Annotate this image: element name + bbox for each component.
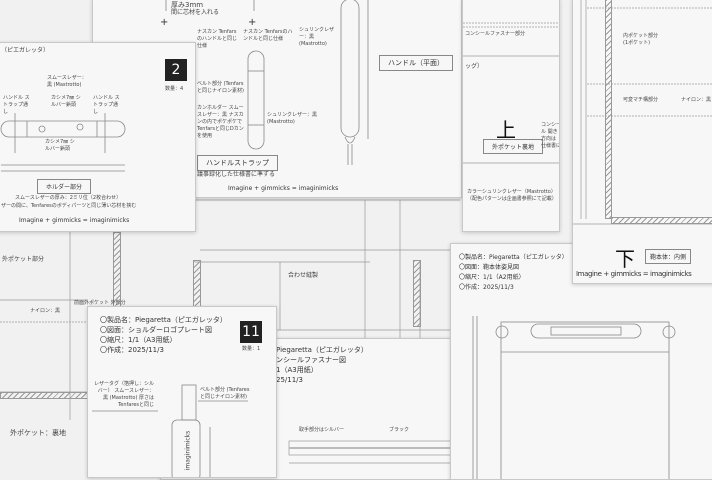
title-handle-plan: ハンドル（平面） bbox=[379, 55, 453, 71]
brand-logo: Imagine + gimmicks = imaginimicks bbox=[576, 270, 692, 278]
label-gusset: 可変マチ構部分 bbox=[623, 97, 659, 103]
quantity: 数量：1 bbox=[242, 346, 261, 352]
label-inner-pocket: 内ポケット部分 (1ポケット) bbox=[623, 33, 659, 46]
label-shrink-leather: シュリンクレザー：黒 (Mastrotto) bbox=[299, 27, 335, 47]
direction-down-label: 下 bbox=[615, 247, 635, 271]
plate-created: 〇作成：2025/11/3 bbox=[100, 346, 164, 354]
bg-label: 外ポケット部分 bbox=[2, 256, 45, 263]
label-belt: ベルト部分 (Tenfarsと同じナイロン素材) bbox=[197, 81, 244, 94]
hatched-wall bbox=[113, 232, 121, 309]
product-fragment: （ピエガレッタ） bbox=[1, 47, 50, 54]
material-note: ザーの間に、Tenfaresのボディパーツと同じ薄い芯材を挟む bbox=[1, 203, 137, 209]
label-nasukan: ナスカン Tenfarsのハンドルと同じ仕様 bbox=[243, 29, 293, 42]
zipper-drawing bbox=[288, 440, 461, 464]
label-black: ブラック bbox=[389, 427, 410, 433]
background-drawing: 外ポケット：裏地 ナイロン：黒 外ポケット部分 前面外ポケット 外部分 合わせ縫… bbox=[0, 199, 460, 437]
handle-strap-drawing: ++ bbox=[160, 0, 369, 165]
title-holder: ホルダー部分 bbox=[37, 179, 92, 194]
bag-body-drawing bbox=[472, 316, 676, 479]
bg-label: 前面外ポケット 外部分 bbox=[74, 300, 126, 306]
outer-pocket-drawing bbox=[463, 22, 559, 164]
bg-label: ナイロン：黒 bbox=[30, 308, 61, 314]
title-bag-interior: 鞄本体：内側 bbox=[645, 249, 692, 264]
label-rivet: カシメ7㎜ シルバー鋲頭 bbox=[51, 95, 81, 108]
svg-text:+: + bbox=[248, 17, 256, 28]
side-note: コンシール 開き方向は 仕様書に bbox=[541, 122, 560, 149]
label-handle-strap-loop: ハンドル ストラップ通し bbox=[3, 95, 30, 115]
part-number-badge: 2 bbox=[165, 59, 187, 81]
label-nylon: ナイロン：黒 bbox=[681, 97, 712, 103]
interior-drawing bbox=[573, 0, 712, 225]
sheet-bag-interior: 内ポケット部分 (1ポケット) 可変マチ構部分 ナイロン：黒 下 鞄本体：内側 … bbox=[572, 0, 712, 284]
label-leather-tag: レザータグ（箔押し：シルバー） スムースレザー：黒 (Mastrotto) 厚さ… bbox=[94, 381, 155, 408]
label-canholder: カンホルダー スムースレザー：黒 ナスカンの内でポケポケで Tenfarsと同じ… bbox=[197, 105, 244, 139]
label-belt: ベルト部分 (Tenfaresと同じナイロン素材) bbox=[200, 387, 250, 400]
spec-note: 議事録化した仕様書に準ずる bbox=[197, 171, 276, 178]
plate-logo-text: imaginimicks bbox=[184, 430, 192, 471]
label-shrink-leather: シュリンクレザー：黒 (Mastrotto) bbox=[267, 112, 318, 125]
hatched-wall bbox=[0, 392, 89, 399]
brand-logo: Imagine + gimmicks = imaginimicks bbox=[228, 185, 339, 192]
label-sew: 合わせ縫製 bbox=[288, 272, 319, 279]
logo-plate-drawing bbox=[92, 384, 248, 477]
zipper-created: 25/11/3 bbox=[276, 376, 303, 384]
label-pull: 取手部分はシルバー bbox=[299, 427, 345, 433]
hatched-wall bbox=[413, 260, 421, 327]
part-number-badge: 11 bbox=[240, 321, 262, 343]
label-nasukan: ナスカン Tenfarsのハンドルと同じ仕様 bbox=[197, 29, 238, 49]
svg-text:+: + bbox=[160, 17, 168, 28]
direction-up-label: 上 bbox=[496, 118, 516, 142]
color-note: （配色パターンは企画書参照にて記載） bbox=[467, 196, 557, 202]
color-note: カラーシュリンクレザー（Mastrotto） bbox=[467, 189, 556, 195]
zipper-product: Piegaretta（ピエガレッタ） bbox=[276, 346, 368, 354]
note-thickness: 厚み3mm bbox=[171, 1, 204, 9]
plate-drawing-name: 〇図面：ショルダーロゴプレート図 bbox=[100, 326, 212, 334]
plate-scale: 〇縮尺：1/1（A3用紙） bbox=[100, 336, 177, 344]
label-handle-strap-loop: ハンドル ストラップ通し bbox=[93, 95, 120, 115]
holder-drawing bbox=[0, 113, 126, 172]
body-drawing-name: 〇図面：鞄本体姿見図 bbox=[459, 264, 520, 271]
plate-product: 〇製品名：Piegaretta（ピエガレッタ） bbox=[100, 316, 227, 324]
zipper-scale: 1（A3用紙） bbox=[276, 366, 318, 374]
note-core: 間に芯材を入れる bbox=[171, 9, 220, 16]
label-smooth-leather: スムースレザー：黒 (Mastrotto) bbox=[47, 75, 87, 88]
title-handle-strap: ハンドルストラップ bbox=[197, 155, 278, 171]
sheet-outer-pocket: コンシールファスナー部分 ッグ） 上 外ポケット裏地 コンシール 開き方向は 仕… bbox=[462, 0, 560, 232]
sheet-shoulder-logo-plate: 〇製品名：Piegaretta（ピエガレッタ） 〇図面：ショルダーロゴプレート図… bbox=[87, 306, 277, 478]
title-outer-pocket-lining: 外ポケット裏地 bbox=[483, 139, 544, 154]
body-product: 〇製品名：Piegaretta（ピエガレッタ） bbox=[459, 254, 568, 261]
bg-label: 外ポケット：裏地 bbox=[10, 429, 66, 437]
quantity: 数量：4 bbox=[165, 86, 184, 92]
sheet-holder: （ピエガレッタ） 2 数量：4 スムースレザー：黒 (Mastrotto) カシ… bbox=[0, 42, 196, 232]
hatched-floor bbox=[611, 217, 712, 224]
body-scale: 〇縮尺：1/1（A2用紙） bbox=[459, 274, 525, 281]
body-created: 〇作成：2025/11/3 bbox=[459, 284, 514, 291]
thickness-note: スムースレザーの厚み：2ミリ位（2枚合わせ） bbox=[15, 195, 122, 201]
hatched-wall bbox=[605, 0, 612, 219]
label-rivet: カシメ7㎜ シルバー鋲頭 bbox=[45, 139, 75, 152]
zipper-drawing-name: ンシールファスナー図 bbox=[276, 356, 346, 364]
title-fragment: ッグ） bbox=[465, 63, 484, 70]
brand-logo: Imagine + gimmicks = imaginimicks bbox=[19, 217, 130, 224]
zipper-label: コンシールファスナー部分 bbox=[465, 31, 526, 37]
